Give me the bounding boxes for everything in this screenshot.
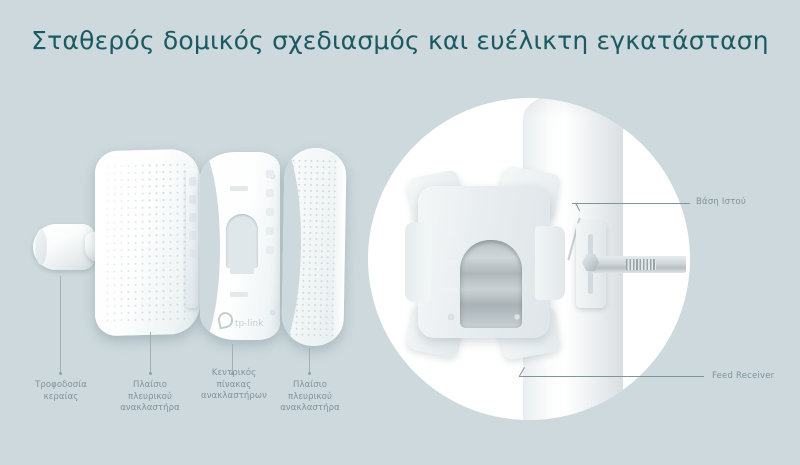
hex-nut-icon [582, 254, 599, 271]
pole-mount-bracket [404, 165, 584, 361]
bracket-screw-1 [448, 314, 454, 320]
leader-line-center-panel [232, 344, 233, 372]
page-title: Σταθερός δομικός σχεδιασμός και ευέλικτη… [31, 26, 769, 55]
leader-dot-side-frame-2 [308, 372, 311, 375]
leader-line-side-frame-2 [309, 348, 310, 372]
midpanel-arch-cutout [226, 214, 258, 274]
bracket-rib-1 [436, 232, 458, 237]
tp-link-logo: tp-link [216, 310, 264, 330]
exploded-product-diagram: tp-link Τροφοδοσία κεραίας Πλαίσιο πλευ [0, 0, 370, 465]
leader-dot-feed [59, 372, 62, 375]
midpanel-vent-2 [230, 292, 248, 297]
reflector-rim [332, 148, 347, 347]
caption-side-frame-1: Πλαίσιο πλευρικού ανακλαστήρα [120, 380, 180, 413]
bracket-screw-2 [514, 314, 520, 320]
caption-center-panel: Κεντρικός πίνακας ανακλαστήρων [201, 368, 267, 401]
reflector-dish-part [95, 148, 200, 337]
tp-link-mark-icon [216, 310, 235, 330]
leader-dot-center-panel [231, 372, 234, 375]
caption-antenna-feed: Τροφοδοσία κεραίας [35, 380, 87, 402]
bracket-rib-2 [436, 260, 458, 265]
callout-label-pole-mount: Βάση Ιστού [696, 197, 747, 207]
callout-line-feed-receiver [519, 376, 704, 377]
leader-dot-side-frame-1 [149, 372, 152, 375]
side-reflector-panel-part [281, 147, 347, 347]
leader-line-feed [60, 276, 61, 372]
midpanel-side-clips [266, 170, 276, 302]
strap-ridges [626, 259, 656, 270]
midpanel-vent-1 [230, 186, 248, 191]
bracket-cavity [460, 240, 522, 328]
tp-link-logo-text: tp-link [235, 319, 264, 329]
callout-label-feed-receiver: Feed Receiver [712, 371, 775, 381]
midpanel-screw-2 [270, 310, 275, 315]
bracket-rib-3 [436, 288, 458, 293]
midpanel-left-curve [200, 152, 220, 340]
bracket-body [405, 186, 565, 338]
dish-edge-clips [186, 168, 198, 308]
caption-side-frame-2: Πλαίσιο πλευρικού ανακλαστήρα [280, 380, 340, 413]
metal-band-strap [590, 256, 686, 273]
feed-horn-shape [33, 224, 95, 270]
callout-line-pole-mount [572, 203, 690, 204]
dish-highlight [95, 150, 144, 337]
pole-mount-inset-photo [368, 98, 690, 420]
leader-line-side-frame-1 [150, 332, 151, 372]
